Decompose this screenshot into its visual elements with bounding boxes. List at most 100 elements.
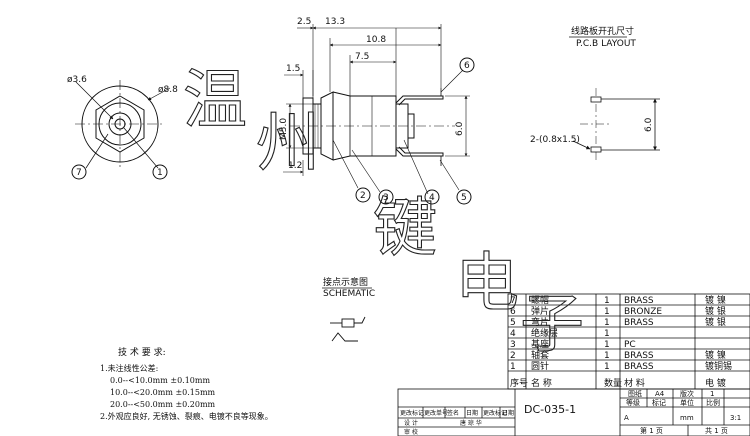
dim-inner-diameter: ø3.6	[67, 75, 87, 85]
unit-value: mm	[680, 414, 694, 422]
unit-label: 单位	[680, 398, 694, 407]
bom-cell: 镀 银	[705, 305, 726, 317]
bom-cell: 4	[510, 329, 516, 339]
rev-header-6: 日期	[502, 409, 514, 417]
balloon-1-label: 1	[157, 168, 163, 178]
title-block-lines	[397, 388, 750, 436]
bom-cell: 7	[510, 296, 516, 306]
tech-requirements: 技 术 要 求: 1.未注线性公差: 0.0--<10.0mm ±0.10mm …	[100, 346, 273, 421]
paper-value: A4	[655, 390, 665, 398]
bom-cell: 镀 镍	[705, 294, 726, 306]
pcb-title-en: P.C.B LAYOUT	[576, 39, 636, 49]
bom-cell: BRASS	[624, 318, 654, 328]
bom-cell: 1	[604, 329, 610, 339]
bom-cell: 1	[604, 318, 610, 328]
version-label: 版次	[680, 389, 694, 398]
dim-body-length: 10.8	[366, 35, 386, 45]
tech-line-5: 2.外观应良好, 无锈蚀、裂痕、电镀不良等现象。	[100, 411, 273, 421]
bom-header-cell: 电 镀	[705, 377, 726, 389]
rev-header-4: 日期	[466, 409, 478, 417]
bom-cell: 轴套	[531, 349, 549, 361]
rev-header-1: 更改标记	[400, 409, 424, 417]
bom-cell: 5	[510, 318, 516, 328]
bom-cell: 1	[510, 362, 516, 372]
watermark: 温 州 键 电 子	[182, 63, 584, 362]
dim-flange: 2.5	[297, 17, 311, 27]
rev-header-2: 更改单号	[424, 409, 448, 417]
bom-cell: BRASS	[624, 296, 654, 306]
bom-cell: 螺帽	[531, 294, 549, 306]
side-view-dimensions	[283, 24, 470, 195]
dim-thread-length: 1.5	[286, 64, 300, 74]
tech-line-3: 10.0--<20.0mm ±0.15mm	[110, 388, 216, 397]
grade-label: 等级	[626, 398, 640, 407]
grade-value: A	[624, 414, 629, 422]
schematic-symbol	[330, 316, 366, 342]
rev-header-3: 签名	[447, 409, 459, 417]
bom-cell: 6	[510, 307, 516, 317]
version-value: 1	[710, 390, 714, 398]
watermark-char-2: 州	[256, 107, 320, 181]
side-view	[290, 88, 455, 166]
bom-cell: 弹片	[531, 305, 549, 317]
drawing-number: DC-035-1	[524, 403, 576, 416]
bom-cell: BRASS	[624, 362, 654, 372]
bom-cell: 2	[510, 351, 516, 361]
balloon-4-label: 4	[429, 193, 435, 203]
bom-cell: 圆针	[531, 360, 549, 372]
watermark-char-1: 温	[183, 64, 247, 138]
bom-cell: 基座	[531, 338, 549, 350]
bom-cell: 镀 镍	[705, 349, 726, 361]
scale-label: 比例	[706, 398, 720, 407]
designer-name: 唐 琼 华	[460, 419, 482, 427]
schematic-title-cn: 接点示意图	[323, 276, 368, 288]
bom-cell: BRONZE	[624, 307, 662, 317]
dim-pin-span: 6.0	[455, 121, 465, 136]
balloon-7-label: 7	[76, 168, 82, 178]
bom-header-cell: 材 料	[624, 377, 645, 389]
pcb-hole-spacing: 6.0	[644, 117, 654, 132]
tech-line-4: 20.0--<50.0mm ±0.20mm	[110, 400, 216, 409]
review-label: 审 校	[404, 428, 418, 436]
front-view	[71, 80, 171, 180]
bom-cell: 1	[604, 340, 610, 350]
bom-cell: 1	[604, 307, 610, 317]
bom-cell: BRASS	[624, 351, 654, 361]
tech-line-2: 0.0--<10.0mm ±0.10mm	[110, 376, 210, 385]
bom-cell: 镀 银	[705, 316, 726, 328]
mark-label: 标记	[652, 398, 666, 407]
bom-cell: 1	[604, 351, 610, 361]
tech-line-1: 1.未注线性公差:	[100, 363, 158, 373]
pcb-layout-drawing	[572, 88, 660, 163]
watermark-char-4: 电	[455, 247, 519, 321]
side-view-balloons	[355, 57, 475, 205]
bom-header-cell: 序号	[510, 377, 528, 389]
schematic-title-en: SCHEMATIC	[323, 289, 375, 299]
pcb-title-cn: 线路板开孔尺寸	[571, 25, 634, 37]
bom-header-cell: 数量	[604, 377, 622, 389]
watermark-char-3: 键	[373, 192, 437, 266]
rev-header-5: 更改标记	[483, 409, 507, 417]
bom-cell: 镀铜锡	[705, 360, 732, 372]
bom-cell: 绝缘层	[531, 327, 558, 339]
bom-cell: 1	[604, 362, 610, 372]
dim-thread: M5.0	[279, 118, 289, 140]
bom-cell: PC	[624, 340, 636, 350]
bom-cell: 3	[510, 340, 516, 350]
dim-barrel-length: 7.5	[355, 52, 369, 62]
title-block-text: DC-035-1 更改标记 更改单号 签名 日期 更改标记 日期 设 计 唐 琼…	[400, 389, 741, 436]
bom-cell: 1	[604, 296, 610, 306]
balloon-3-label: 3	[383, 193, 389, 203]
bom-cell: 弯片	[531, 316, 549, 328]
paper-label: 图纸	[628, 389, 642, 398]
balloon-6-label: 6	[464, 61, 470, 71]
scale-value: 3:1	[730, 414, 741, 422]
page-total: 共 1 页	[705, 426, 728, 435]
balloon-5-label: 5	[461, 193, 467, 203]
dim-total-length: 13.3	[325, 17, 345, 27]
design-label: 设 计	[404, 419, 418, 427]
balloon-2-label: 2	[360, 191, 366, 201]
